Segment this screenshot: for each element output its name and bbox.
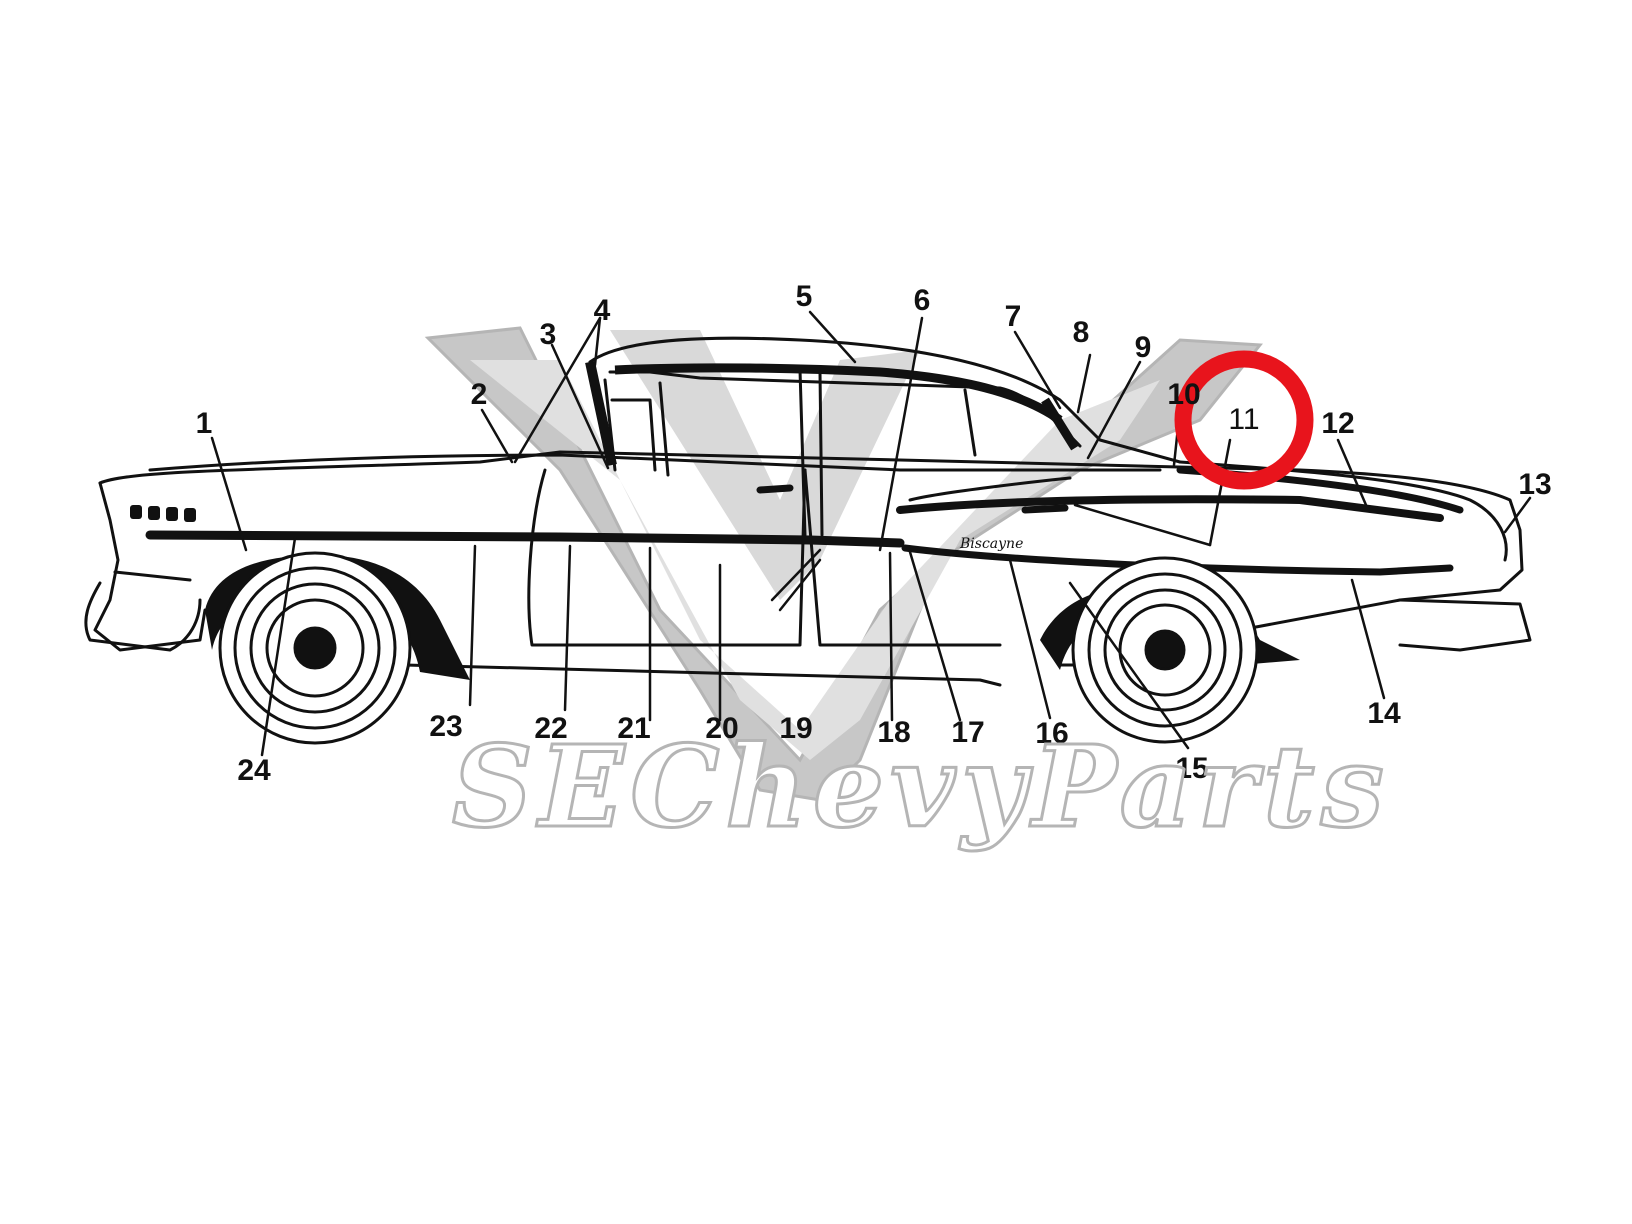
callout-22: 22 [534, 712, 567, 745]
callout-10: 10 [1167, 378, 1200, 411]
callout-1: 1 [196, 407, 213, 440]
watermark-logo [424, 326, 1263, 802]
callout-16: 16 [1035, 717, 1068, 750]
callout-18: 18 [877, 716, 910, 749]
front-wheel [218, 551, 412, 745]
callout-24: 24 [237, 754, 271, 787]
callout-14: 14 [1367, 697, 1401, 730]
callout-7: 7 [1005, 300, 1022, 333]
callout-5: 5 [796, 280, 813, 313]
callout-13: 13 [1518, 468, 1551, 501]
leader-lines [210, 310, 1532, 757]
watermark-brand: SEChevyParts [452, 722, 1390, 853]
callout-17: 17 [951, 716, 984, 749]
callout-6: 6 [914, 284, 931, 317]
highlight-circle [1174, 350, 1314, 490]
callout-12: 12 [1321, 407, 1354, 440]
script-badge: Biscayne [959, 536, 1023, 552]
callout-23: 23 [429, 710, 462, 743]
callout-2: 2 [471, 378, 488, 411]
callout-labels: 1 2 3 4 5 6 7 8 9 10 11 12 13 14 15 16 1… [196, 280, 1552, 787]
callout-9: 9 [1135, 331, 1152, 364]
callout-21: 21 [617, 712, 650, 745]
callout-4: 4 [594, 294, 611, 327]
callout-8: 8 [1073, 316, 1090, 349]
callout-19: 19 [779, 712, 812, 745]
rear-wheel [1071, 556, 1259, 744]
callout-11: 11 [1228, 403, 1259, 436]
callout-3: 3 [540, 318, 557, 351]
callout-20: 20 [705, 712, 738, 745]
callout-15: 15 [1175, 752, 1208, 785]
